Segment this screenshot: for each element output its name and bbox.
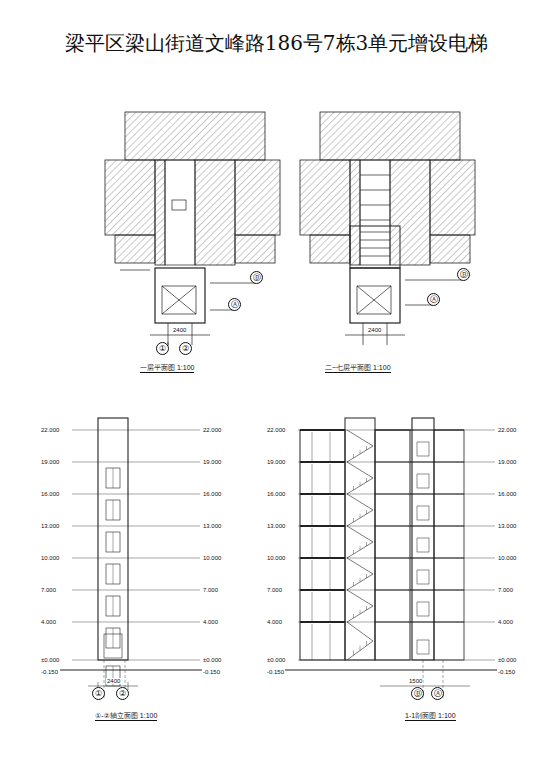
level-mark: 16.000 (40, 491, 60, 497)
level-mark: 13.000 (40, 523, 60, 529)
axis-bubble: Ⓑ (457, 268, 470, 281)
axis-number: Ⓐ (434, 690, 442, 698)
level-mark: ±0.000 (497, 657, 517, 663)
level-mark: 19.000 (40, 459, 60, 465)
level-mark: 10.000 (497, 555, 517, 561)
axis-bubble: ② (116, 687, 129, 700)
level-mark: 16.000 (202, 491, 222, 497)
axis-number: Ⓑ (253, 274, 261, 282)
axis-number: Ⓐ (231, 301, 239, 309)
view-caption: 一层平面图 1:100 (140, 364, 194, 373)
level-mark: 4.000 (266, 619, 283, 625)
axis-bubble: Ⓐ (427, 293, 440, 306)
level-mark: -0.150 (202, 669, 221, 675)
level-mark: 7.000 (202, 587, 219, 593)
axis-number: ① (159, 345, 166, 353)
level-mark: ±0.000 (266, 657, 286, 663)
level-mark: 7.000 (266, 587, 283, 593)
sheet-title: 梁平区梁山街道文峰路186号7栋3单元增设电梯 (0, 30, 553, 57)
level-mark: 22.000 (40, 427, 60, 433)
dimension: 1500 (408, 678, 423, 684)
level-mark: 10.000 (202, 555, 222, 561)
level-mark: 7.000 (40, 587, 57, 593)
level-mark: 13.000 (202, 523, 222, 529)
axis-number: Ⓑ (460, 271, 468, 279)
view-caption: ①-②轴立面图 1:100 (95, 712, 157, 721)
level-mark: 22.000 (497, 427, 517, 433)
level-mark: 19.000 (497, 459, 517, 465)
level-mark: ±0.000 (202, 657, 222, 663)
level-mark: 4.000 (40, 619, 57, 625)
level-mark: -0.150 (497, 669, 516, 675)
level-mark: 22.000 (202, 427, 222, 433)
level-mark: 16.000 (266, 491, 286, 497)
level-mark: 19.000 (266, 459, 286, 465)
axis-number: ② (119, 690, 126, 698)
axis-bubble: Ⓐ (228, 298, 241, 311)
level-mark: 4.000 (202, 619, 219, 625)
axis-bubble: ② (179, 342, 192, 355)
view-caption: 二~七层平面图 1:100 (325, 364, 391, 373)
axis-number: Ⓑ (414, 690, 422, 698)
level-mark: 13.000 (497, 523, 517, 529)
level-mark: 4.000 (497, 619, 514, 625)
axis-bubble: Ⓑ (250, 271, 263, 284)
level-mark: 7.000 (497, 587, 514, 593)
dimension: 2400 (367, 327, 382, 333)
level-mark: -0.150 (266, 669, 285, 675)
level-mark: 10.000 (40, 555, 60, 561)
level-mark: 19.000 (202, 459, 222, 465)
level-mark: 13.000 (266, 523, 286, 529)
dimension: 2400 (172, 327, 187, 333)
axis-bubble: ① (156, 342, 169, 355)
axis-bubble: Ⓑ (411, 687, 424, 700)
dimension: 2400 (106, 678, 121, 684)
level-mark: 22.000 (266, 427, 286, 433)
level-mark: 16.000 (497, 491, 517, 497)
level-mark: 10.000 (266, 555, 286, 561)
level-mark: ±0.000 (40, 657, 60, 663)
level-mark: -0.150 (40, 669, 59, 675)
axis-number: Ⓐ (430, 296, 438, 304)
axis-bubble: ① (92, 687, 105, 700)
axis-number: ① (95, 690, 102, 698)
axis-bubble: Ⓐ (431, 687, 444, 700)
axis-number: ② (182, 345, 189, 353)
view-caption: 1-1剖面图 1:100 (405, 712, 456, 721)
